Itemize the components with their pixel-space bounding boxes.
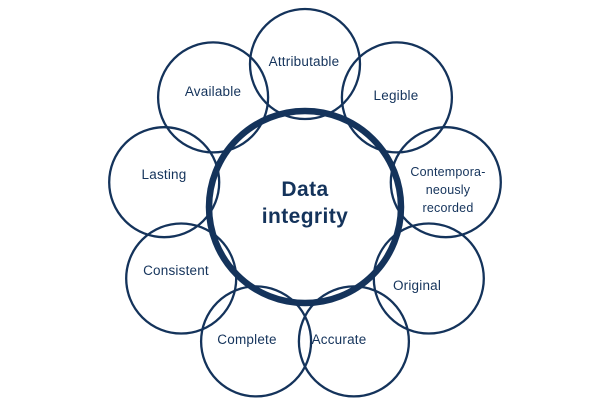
node-label-complete: Complete bbox=[217, 332, 277, 347]
node-label-available: Available bbox=[184, 84, 242, 99]
petal-circle-contemporaneously-recorded bbox=[389, 126, 502, 239]
node-label-lasting: Lasting bbox=[141, 167, 187, 182]
node-label-attributable: Attributable bbox=[268, 54, 340, 69]
center-ring bbox=[205, 107, 405, 307]
node-label-original: Original bbox=[392, 278, 442, 293]
node-label-consistent: Consistent bbox=[143, 263, 209, 278]
node-label-legible: Legible bbox=[373, 88, 419, 103]
petal-circle-legible bbox=[340, 41, 454, 154]
center-title-line2: integrity bbox=[261, 205, 349, 228]
node-label-accurate: Accurate bbox=[311, 332, 367, 347]
petal-circle-available bbox=[156, 41, 270, 154]
center-title-line1: Data bbox=[281, 178, 329, 201]
petal-circle-attributable bbox=[248, 7, 362, 121]
node-label-contemporaneously-recorded: Contempora- neously recorded bbox=[410, 165, 486, 215]
center-title: Data integrity bbox=[262, 176, 348, 230]
petal-circle-lasting bbox=[108, 126, 221, 239]
